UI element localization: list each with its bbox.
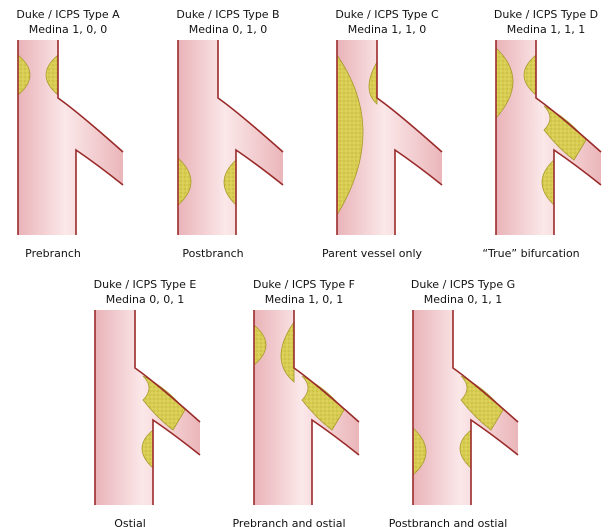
panel-medina-label: Medina 0, 1, 1 (424, 293, 503, 306)
vessel-bifurcation (95, 310, 200, 505)
panel-d: Duke / ICPS Type D Medina 1, 1, 1 “True” b… (482, 8, 601, 260)
panel-medina-label: Medina 1, 0, 0 (29, 23, 108, 36)
panel-a: Duke / ICPS Type A Medina 1, 0, 0 Prebranc… (16, 8, 123, 260)
panel-type-label: Duke / ICPS Type D (494, 8, 598, 21)
panel-medina-label: Medina 0, 1, 0 (189, 23, 268, 36)
panel-type-label: Duke / ICPS Type A (16, 8, 120, 21)
panel-g: Duke / ICPS Type G Medina 0, 1, 1 Postbran… (389, 278, 518, 527)
vessel-bifurcation (254, 310, 359, 505)
panel-type-label: Duke / ICPS Type B (176, 8, 279, 21)
panel-medina-label: Medina 0, 0, 1 (106, 293, 185, 306)
panel-type-label: Duke / ICPS Type C (335, 8, 439, 21)
panel-f: Duke / ICPS Type F Medina 1, 0, 1 Prebranc… (232, 278, 359, 527)
panel-type-label: Duke / ICPS Type F (253, 278, 355, 291)
panel-caption: Prebranch (25, 247, 81, 260)
panel-caption: Postbranch (182, 247, 243, 260)
panel-medina-label: Medina 1, 1, 1 (507, 23, 586, 36)
vessel-bifurcation (413, 310, 518, 505)
vessel-bifurcation (496, 40, 601, 235)
panel-medina-label: Medina 1, 0, 1 (265, 293, 344, 306)
vessel-bifurcation (18, 40, 123, 235)
panel-b: Duke / ICPS Type B Medina 0, 1, 0 Postbran… (176, 8, 283, 260)
vessel-bifurcation (337, 40, 442, 235)
vessel-bifurcation (178, 40, 283, 235)
panel-caption: “True” bifurcation (482, 247, 579, 260)
panel-c: Duke / ICPS Type C Medina 1, 1, 0 Parent v… (322, 8, 442, 260)
panel-caption: Parent vessel only (322, 247, 423, 260)
panel-type-label: Duke / ICPS Type G (411, 278, 515, 291)
panel-caption: Ostial (114, 517, 146, 527)
panel-caption: Prebranch and ostial (232, 517, 345, 527)
panel-e: Duke / ICPS Type E Medina 0, 0, 1 Ostial (94, 278, 200, 527)
panel-caption: Postbranch and ostial (389, 517, 508, 527)
panel-type-label: Duke / ICPS Type E (94, 278, 197, 291)
panel-medina-label: Medina 1, 1, 0 (348, 23, 427, 36)
